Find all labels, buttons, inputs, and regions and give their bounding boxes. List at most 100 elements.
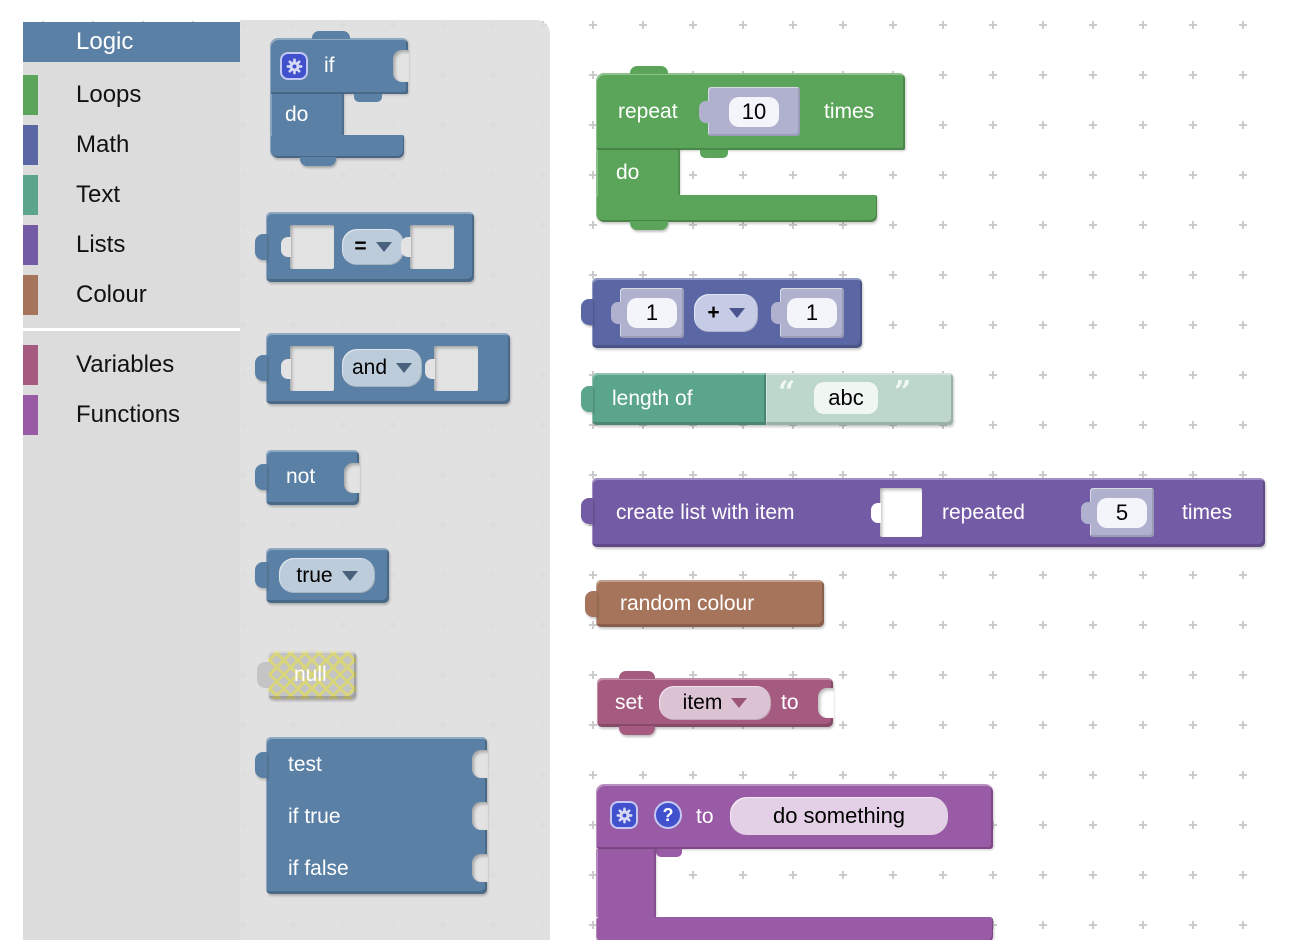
toolbox-category-text[interactable]: Text <box>23 170 240 220</box>
toolbox-category-functions[interactable]: Functions <box>23 390 240 440</box>
value-socket <box>393 50 409 82</box>
toolbox-category-lists[interactable]: Lists <box>23 220 240 270</box>
if-label: if <box>324 54 335 77</box>
help-icon[interactable]: ? <box>654 801 682 829</box>
boolean-dropdown[interactable]: true <box>279 558 375 593</box>
value-socket <box>434 346 478 391</box>
category-color-bar <box>23 75 38 115</box>
output-tab <box>581 386 593 412</box>
set-label: set <box>615 691 644 714</box>
to-label: to <box>696 805 714 828</box>
number-shadow-block[interactable]: 5 <box>1090 488 1154 537</box>
number-shadow-block[interactable]: 10 <box>708 87 800 136</box>
toolbox-category-colour[interactable]: Colour <box>23 270 240 320</box>
block-controls-if[interactable]: if do <box>270 31 409 166</box>
create-list-label: create list with item <box>616 501 795 524</box>
repeat-label: repeat <box>618 100 678 123</box>
block-colour-random[interactable]: random colour <box>585 580 824 627</box>
category-label: Loops <box>76 81 142 108</box>
category-label: Functions <box>76 401 181 428</box>
value-socket <box>344 463 360 493</box>
number-field[interactable]: 1 <box>627 298 677 328</box>
category-color-bar <box>23 345 38 385</box>
gear-icon[interactable] <box>610 801 638 829</box>
next-connector <box>300 157 336 166</box>
category-color-bar <box>23 275 38 315</box>
chevron-down-icon <box>396 363 413 373</box>
value-socket <box>472 802 488 830</box>
block-lists-repeat[interactable]: create list with item repeated 5 times <box>581 478 1265 547</box>
number-shadow-block[interactable]: 1 <box>780 288 844 338</box>
if-false-label: if false <box>288 857 349 880</box>
operator-dropdown[interactable]: + <box>694 294 758 332</box>
gear-icon[interactable] <box>280 52 308 80</box>
category-label: Variables <box>76 351 175 378</box>
number-field[interactable]: 5 <box>1097 497 1147 528</box>
times-label: times <box>1182 501 1233 524</box>
not-label: not <box>286 465 316 488</box>
value-socket <box>880 488 922 537</box>
toolbox-category-math[interactable]: Math <box>23 120 240 170</box>
number-shadow-block[interactable]: 1 <box>620 288 684 338</box>
help-glyph: ? <box>662 804 674 825</box>
category-label: Math <box>76 131 130 158</box>
variable-value: item <box>682 691 723 714</box>
output-tab <box>585 591 597 617</box>
toolbox-category-loops[interactable]: Loops <box>23 70 240 120</box>
category-color-bar <box>23 225 38 265</box>
block-text-length[interactable]: length of <box>581 373 766 425</box>
block-variables-set[interactable]: set item to <box>597 671 834 735</box>
repeated-label: repeated <box>942 501 1025 524</box>
statement-notch <box>656 849 682 857</box>
category-label: Colour <box>76 281 147 308</box>
null-label: null <box>294 663 327 686</box>
previous-connector <box>619 671 655 679</box>
value-socket <box>410 225 454 269</box>
toolbox-category-logic[interactable]: Logic <box>23 22 240 62</box>
operator-dropdown[interactable]: = <box>342 229 404 265</box>
value-socket <box>290 225 334 269</box>
category-color-bar <box>23 395 38 435</box>
if-true-label: if true <box>288 805 341 828</box>
number-field[interactable]: 10 <box>729 96 779 127</box>
operator-dropdown[interactable]: and <box>342 349 422 387</box>
times-label: times <box>824 100 875 123</box>
toolbox-category-variables[interactable]: Variables <box>23 340 240 390</box>
block-controls-repeat[interactable]: repeat 10 times do <box>596 66 905 230</box>
block-logic-ternary[interactable]: test if true if false <box>255 737 488 894</box>
category-label: Text <box>76 181 121 208</box>
number-field[interactable]: 1 <box>787 298 837 328</box>
length-of-label: length of <box>612 387 693 410</box>
random-colour-label: random colour <box>620 592 755 615</box>
text-field[interactable]: abc <box>814 382 878 414</box>
block-logic-operation[interactable]: and <box>255 333 510 404</box>
previous-connector <box>312 31 350 39</box>
output-tab <box>257 662 269 688</box>
toolbox: Logic Loops Math Text Lists Colour Varia… <box>23 22 240 940</box>
output-tab <box>255 355 267 381</box>
next-connector <box>619 726 655 735</box>
category-label: Logic <box>76 28 134 55</box>
boolean-value: true <box>296 563 333 587</box>
output-tab <box>581 299 593 325</box>
value-socket <box>290 346 334 391</box>
value-socket <box>472 854 488 882</box>
text-shadow-block[interactable]: “ abc ” <box>766 373 953 425</box>
chevron-down-icon <box>731 698 748 708</box>
value-socket <box>818 688 834 718</box>
close-quote: ” <box>894 375 912 410</box>
toolbox-separator <box>23 328 240 331</box>
chevron-down-icon <box>375 242 392 252</box>
block-logic-compare[interactable]: = <box>255 212 474 282</box>
block-procedure-def[interactable]: ? to do something <box>596 784 993 940</box>
statement-notch <box>700 150 728 158</box>
block-logic-negate[interactable]: not <box>255 450 360 505</box>
function-name-field[interactable]: do something <box>730 797 948 835</box>
operator-value: + <box>707 301 720 324</box>
variable-dropdown[interactable]: item <box>659 686 771 720</box>
block-logic-boolean[interactable]: true <box>255 548 389 603</box>
block-logic-null[interactable]: null <box>257 651 356 699</box>
previous-connector <box>630 66 668 74</box>
block-math-arithmetic[interactable]: 1 + 1 <box>581 278 862 348</box>
